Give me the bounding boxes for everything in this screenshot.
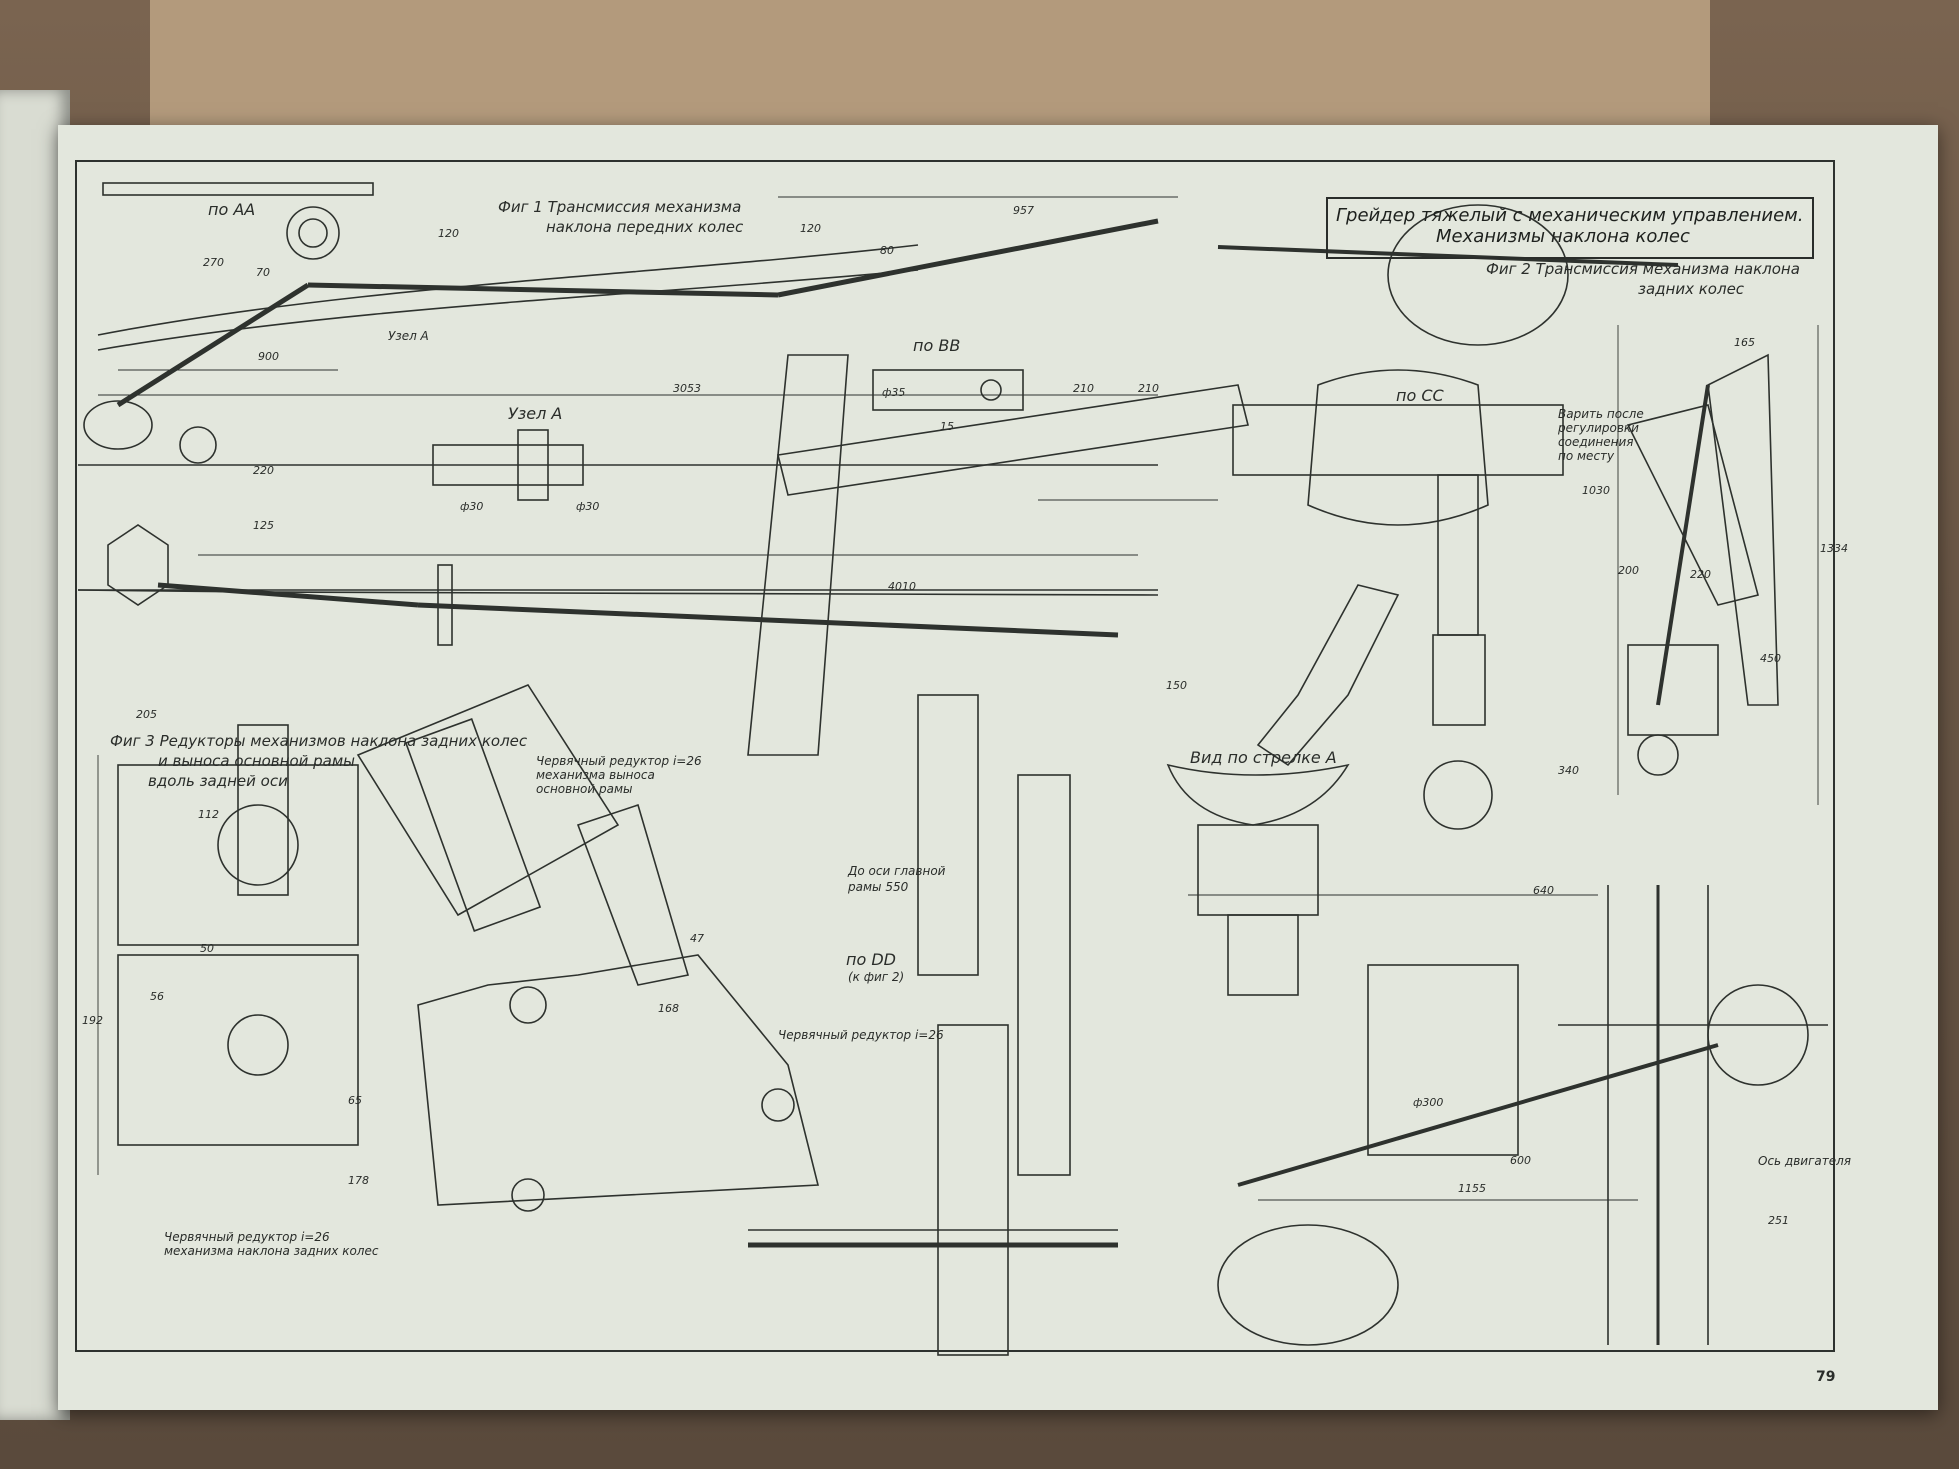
section-dd-label: по DD [846, 950, 896, 969]
section-cc-label: по СС [1396, 386, 1444, 405]
dim-50: 50 [200, 942, 214, 955]
dim-900: 900 [258, 350, 279, 363]
section-aa-label: по АА [208, 200, 256, 219]
main-frame-note-line-2: рамы 550 [848, 880, 909, 894]
fig2-caption-line-1: Фиг 2 Трансмиссия механизма наклона [1486, 260, 1800, 278]
dim-150: 150 [1166, 679, 1187, 692]
dim-125: 125 [253, 519, 274, 532]
worm-reducer-note-1-line-2: механизма выноса [536, 768, 655, 782]
dim-3053: 3053 [673, 382, 701, 395]
fig3-caption-line-2: и выноса основной рамы [158, 752, 356, 770]
dim-120b: 120 [438, 227, 459, 240]
dim-phi30a: ф30 [460, 500, 484, 513]
dim-1334: 1334 [1820, 542, 1848, 555]
fig1-caption-line-2: наклона передних колес [546, 218, 744, 236]
dim-600: 600 [1510, 1154, 1531, 1167]
fig3-caption-line-1: Фиг 3 Редукторы механизмов наклона задни… [110, 732, 528, 750]
weld-note-line-1: Варить после [1558, 407, 1644, 421]
dim-210b: 210 [1138, 382, 1159, 395]
fig1-caption-line-1: Фиг 1 Трансмиссия механизма [498, 198, 742, 216]
dim-70: 70 [256, 266, 270, 279]
cardboard-backing [150, 0, 1710, 130]
dim-178: 178 [348, 1174, 369, 1187]
dim-192: 192 [82, 1014, 103, 1027]
dim-251: 251 [1768, 1214, 1789, 1227]
dim-220: 220 [253, 464, 274, 477]
dim-640: 640 [1533, 884, 1554, 897]
dim-165: 165 [1734, 336, 1755, 349]
dim-4010: 4010 [888, 580, 916, 593]
worm-reducer-note-1-line-3: основной рамы [536, 782, 633, 796]
dim-56: 56 [150, 990, 164, 1003]
weld-note-line-2: регулировки [1558, 421, 1639, 435]
dim-80: 80 [880, 244, 894, 257]
main-frame-note-line-1: До оси главной [848, 864, 946, 878]
worm-reducer-note-3-line-1: Червячный редуктор i=26 [164, 1230, 330, 1244]
dim-300: ф300 [1413, 1096, 1444, 1109]
node-a-small-label: Узел А [388, 329, 429, 343]
technical-drawing [75, 160, 1835, 1356]
dim-15: 15 [940, 420, 954, 433]
dim-1030: 1030 [1582, 484, 1610, 497]
worm-reducer-note-2: Червячный редуктор i=26 [778, 1028, 944, 1042]
node-a-label: Узел А [508, 404, 563, 423]
fig3-caption-line-3: вдоль задней оси [148, 772, 288, 790]
fig2-caption-line-2: задних колес [1638, 280, 1745, 298]
dim-205: 205 [136, 708, 157, 721]
dim-1155: 1155 [1458, 1182, 1486, 1195]
weld-note-line-3: соединения [1558, 435, 1634, 449]
dim-112: 112 [198, 808, 219, 821]
worm-reducer-note-3-line-2: механизма наклона задних колес [164, 1244, 379, 1258]
engine-axis-note: Ось двигателя [1758, 1154, 1852, 1168]
page-number: 79 [1816, 1369, 1836, 1385]
dim-220b: 220 [1690, 568, 1711, 581]
title-line-1: Грейдер тяжелый с механическим управлени… [1336, 205, 1804, 226]
dim-957: 957 [1013, 204, 1034, 217]
dim-47: 47 [690, 932, 704, 945]
title-line-2: Механизмы наклона колес [1436, 226, 1690, 247]
title-block: Грейдер тяжелый с механическим управлени… [1326, 197, 1814, 259]
dim-65: 65 [348, 1094, 362, 1107]
dim-450: 450 [1760, 652, 1781, 665]
dim-120a: 120 [800, 222, 821, 235]
dim-340: 340 [1558, 764, 1579, 777]
dim-210a: 210 [1073, 382, 1094, 395]
dim-phi35: ф35 [882, 386, 906, 399]
worm-reducer-note-1-line-1: Червячный редуктор i=26 [536, 754, 702, 768]
weld-note-line-4: по месту [1558, 449, 1615, 463]
dim-168: 168 [658, 1002, 679, 1015]
dim-270: 270 [203, 256, 224, 269]
dim-phi30b: ф30 [576, 500, 600, 513]
section-dd-ref: (к фиг 2) [848, 970, 905, 984]
dim-200: 200 [1618, 564, 1639, 577]
view-arrow-a-label: Вид по стрелке А [1190, 748, 1337, 767]
drawing-sheet: Грейдер тяжелый с механическим управлени… [58, 125, 1938, 1410]
section-bb-label: по ВВ [913, 336, 961, 355]
